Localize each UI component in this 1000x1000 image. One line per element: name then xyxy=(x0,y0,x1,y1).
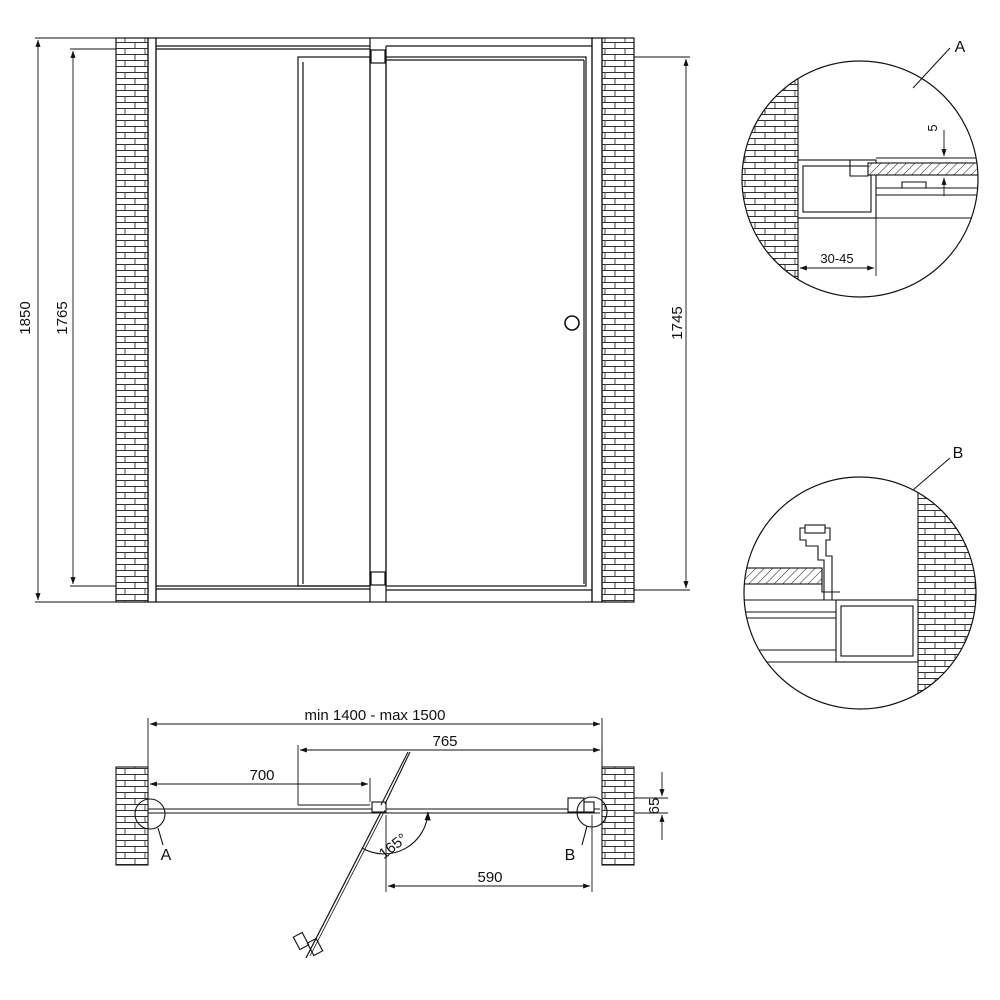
plan-right-profile xyxy=(567,797,585,813)
swung-door xyxy=(305,811,382,959)
fixed-panel-overlap xyxy=(297,56,371,587)
door-swing-extension xyxy=(380,751,409,806)
dim-1765: 1765 xyxy=(54,301,71,334)
dim-65: 65 xyxy=(646,798,663,815)
detail-a-label: A xyxy=(955,39,966,56)
detail-b-seal xyxy=(799,527,833,601)
dim-1850: 1850 xyxy=(17,301,34,334)
door-handle xyxy=(564,315,580,331)
detail-a-dim-30-45: 30-45 xyxy=(820,251,853,266)
bottom-hinge xyxy=(370,571,386,586)
door-panel xyxy=(385,56,587,587)
detail-a xyxy=(741,47,979,298)
swing-angle-label: 165° xyxy=(376,830,411,863)
detail-b-circle xyxy=(743,476,977,710)
detail-b-label: B xyxy=(953,445,964,462)
elevation-view xyxy=(115,37,635,603)
plan-view xyxy=(115,751,635,959)
dim-590: 590 xyxy=(477,869,502,886)
detail-a-wall-profile xyxy=(797,159,877,219)
dim-700: 700 xyxy=(249,767,274,784)
right-wall-profile xyxy=(591,37,603,603)
left-wall-profile xyxy=(147,37,157,603)
left-brick-wall xyxy=(115,37,149,603)
dim-765: 765 xyxy=(432,733,457,750)
detail-b xyxy=(743,457,977,710)
detail-b-glass xyxy=(744,567,823,585)
right-brick-wall xyxy=(601,37,635,603)
plan-door-handle xyxy=(292,931,310,951)
outer-frame xyxy=(155,37,593,603)
plan-label-b: B xyxy=(565,847,576,864)
detail-a-dim-5: 5 xyxy=(925,124,940,131)
plan-right-wall xyxy=(601,766,635,866)
dim-1745: 1745 xyxy=(669,306,686,339)
detail-b-wall-profile xyxy=(835,599,919,663)
plan-left-wall xyxy=(115,766,149,866)
dim-overall-width: min 1400 - max 1500 xyxy=(305,707,446,724)
detail-a-circle xyxy=(741,60,979,298)
elevation-dimensions xyxy=(35,37,690,603)
plan-dimensions xyxy=(147,718,668,892)
swing-angle-arc xyxy=(361,811,431,855)
plan-hinge xyxy=(371,801,387,813)
callout-circle-a xyxy=(134,798,166,830)
detail-a-glass xyxy=(867,162,978,176)
top-hinge xyxy=(370,49,386,64)
plan-label-a: A xyxy=(161,847,172,864)
